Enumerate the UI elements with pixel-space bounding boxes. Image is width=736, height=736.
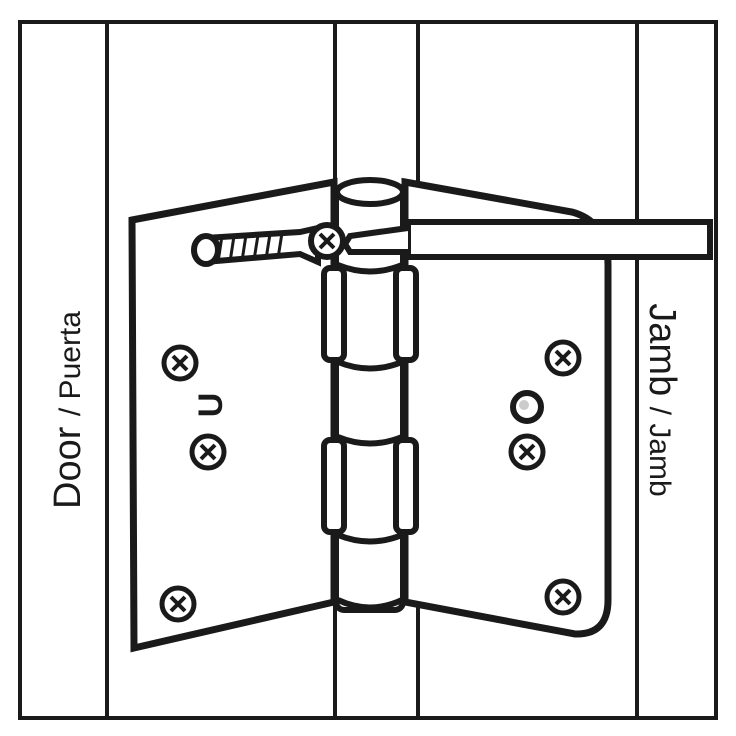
jamb-label-main: Jamb: [641, 303, 683, 396]
door-label: Door / Puerta: [47, 311, 89, 509]
jamb-label: Jamb / Jamb: [641, 303, 683, 496]
screw-head-icon: [544, 578, 582, 616]
screw: [191, 222, 346, 267]
screwdriver: [341, 219, 713, 260]
frame-border: [18, 20, 718, 720]
screw-head-icon: [508, 433, 546, 471]
screw-head-icon: [159, 585, 197, 623]
door-label-sub: / Puerta: [54, 311, 87, 416]
door-label-main: Door: [47, 426, 89, 509]
hinge-leaf-jamb: [401, 177, 612, 638]
jamb-label-sub: / Jamb: [643, 407, 676, 497]
screw-head-icon: [544, 339, 582, 377]
screw-head-icon: [161, 344, 199, 382]
hinge-barrel: [321, 177, 419, 613]
screw-hole-icon: [510, 390, 544, 424]
screw-head-icon: [189, 433, 227, 471]
hinge-mark: U: [192, 393, 230, 418]
